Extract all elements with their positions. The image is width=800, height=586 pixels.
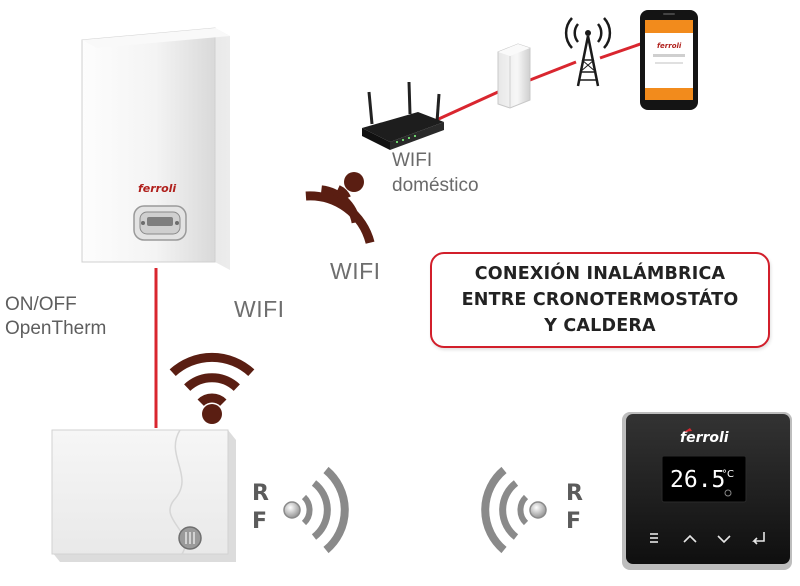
callout-line1: CONEXIÓN INALÁMBRICA bbox=[474, 264, 726, 284]
thermostat-brand-logo: ferroli bbox=[680, 430, 729, 446]
callout-line3: Y CALDERA bbox=[544, 316, 656, 336]
rf-label-left: R F bbox=[252, 480, 269, 536]
router-gateway-line bbox=[431, 90, 499, 124]
wifi-domestico-line2: doméstico bbox=[392, 175, 479, 196]
rf-right-r: R bbox=[566, 481, 583, 506]
chevron-up-icon bbox=[683, 534, 697, 543]
connector-lines bbox=[154, 38, 653, 428]
gateway-icon bbox=[497, 43, 531, 109]
enter-icon bbox=[752, 532, 765, 545]
onoff-line1: ON/OFF bbox=[5, 294, 77, 315]
boiler-icon: ferroli bbox=[81, 27, 230, 270]
wifi-domestico-label: WIFI doméstico bbox=[392, 148, 479, 198]
wifi-label-upper: WIFI bbox=[330, 258, 381, 284]
thermostat-unit: °C bbox=[722, 469, 734, 480]
router-icon bbox=[362, 81, 444, 150]
thermostat-display bbox=[661, 455, 747, 503]
wifi-signal-icon bbox=[169, 172, 375, 424]
rf-wave-icon-left bbox=[283, 466, 349, 554]
rf-label-right: R F bbox=[566, 480, 583, 536]
antenna-tower-icon bbox=[564, 17, 612, 87]
rf-wave-icon-right bbox=[481, 466, 547, 554]
wifi-signal-upper bbox=[305, 172, 375, 244]
wifi-domestico-line1: WIFI bbox=[392, 150, 433, 171]
receiver-box-icon bbox=[51, 429, 236, 562]
menu-icon bbox=[650, 533, 658, 543]
onoff-line2: OpenTherm bbox=[5, 318, 107, 339]
wifi-signal-lower bbox=[169, 352, 255, 424]
wireless-connection-callout: CONEXIÓN INALÁMBRICA ENTRE CRONOTERMOSTÁ… bbox=[430, 252, 770, 348]
callout-line2: ENTRE CRONOTERMOSTÁTO bbox=[461, 290, 739, 310]
thermostat-icon: ferroli 26.5 °C bbox=[622, 412, 792, 570]
gateway-antenna-line bbox=[529, 60, 577, 82]
thermostat-temperature: 26.5 bbox=[670, 467, 725, 493]
boiler-brand-logo: ferroli bbox=[138, 182, 176, 195]
chevron-down-icon bbox=[717, 535, 731, 544]
rf-left-r: R bbox=[252, 481, 269, 506]
rf-left-f: F bbox=[252, 509, 268, 534]
rf-right-f: F bbox=[566, 509, 582, 534]
phone-brand-logo: ferroli bbox=[657, 42, 682, 50]
wifi-label-lower: WIFI bbox=[234, 296, 285, 322]
smartphone-icon: ferroli bbox=[640, 10, 698, 110]
onoff-opentherm-label: ON/OFF OpenTherm bbox=[5, 293, 106, 341]
thermostat-buttons bbox=[650, 532, 765, 545]
